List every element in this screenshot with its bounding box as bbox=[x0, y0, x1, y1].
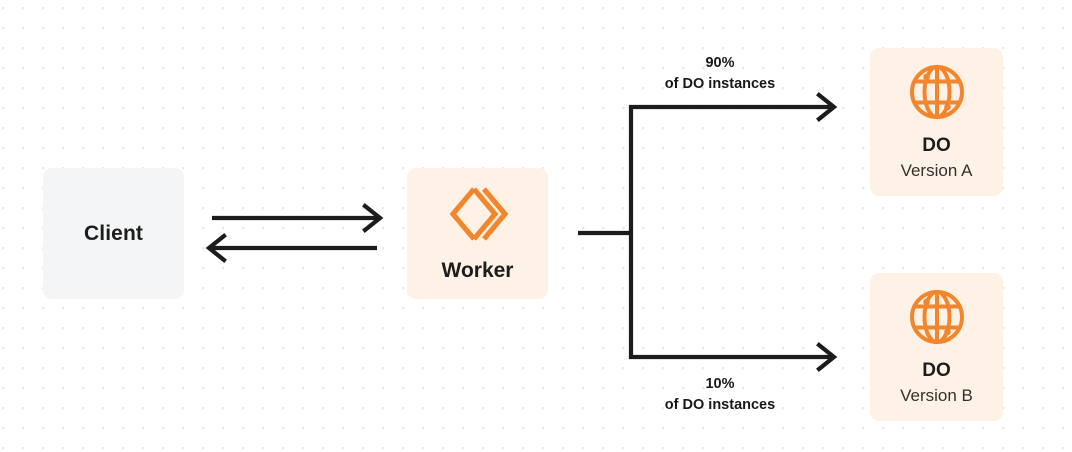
durable-object-b-subtitle: Version B bbox=[900, 386, 973, 406]
durable-object-a-node[interactable]: DO Version A bbox=[870, 48, 1003, 196]
worker-to-do-a-label-detail: of DO instances bbox=[664, 75, 776, 92]
worker-to-do-b-label-detail: of DO instances bbox=[664, 396, 776, 413]
worker-node[interactable]: Worker bbox=[407, 168, 548, 299]
worker-to-do-a-label: 90% of DO instances bbox=[614, 53, 826, 94]
durable-object-globe-icon bbox=[908, 63, 966, 121]
durable-object-globe-icon bbox=[908, 288, 966, 346]
worker-node-title: Worker bbox=[441, 259, 514, 283]
worker-to-do-b-label: 10% of DO instances bbox=[614, 374, 826, 415]
durable-object-b-title: DO bbox=[922, 359, 951, 381]
worker-to-do-b-arrow bbox=[629, 342, 838, 372]
durable-object-a-title: DO bbox=[922, 134, 951, 156]
cloudflare-workers-icon bbox=[447, 183, 509, 245]
durable-object-b-node[interactable]: DO Version B bbox=[870, 273, 1003, 421]
worker-to-do-a-label-percent: 90% bbox=[705, 55, 735, 71]
worker-to-do-b-label-percent: 10% bbox=[705, 376, 735, 392]
client-to-worker-arrow bbox=[212, 203, 384, 233]
client-node-label: Client bbox=[84, 221, 143, 245]
worker-split-bus bbox=[578, 105, 634, 359]
worker-to-do-a-arrow bbox=[629, 92, 838, 122]
durable-object-a-subtitle: Version A bbox=[900, 161, 973, 181]
worker-to-client-arrow bbox=[205, 233, 377, 263]
client-node[interactable]: Client bbox=[43, 168, 184, 299]
